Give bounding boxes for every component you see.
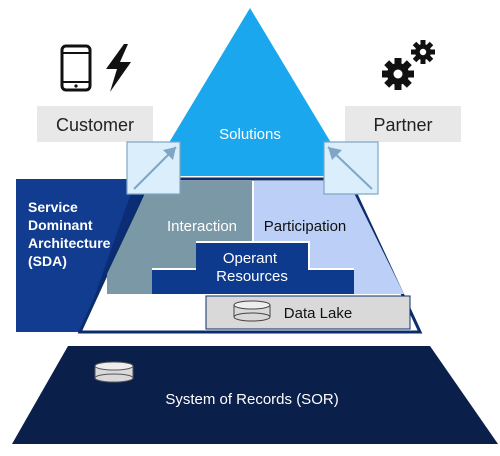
customer-connector-arrow [126, 141, 181, 195]
data-lake-label: Data Lake [284, 305, 352, 322]
mobile-phone-icon [60, 44, 92, 92]
customer-label: Customer [56, 115, 134, 135]
sda-label: Service Dominant Architecture (SDA) [28, 199, 114, 269]
solutions-triangle [149, 8, 351, 176]
sor-database-icon [94, 361, 134, 383]
lightning-bolt-icon [106, 44, 131, 92]
participation-block [254, 181, 404, 294]
customer-label-box [37, 106, 153, 142]
partner-connector-arrow [323, 141, 379, 195]
gears-icon [382, 40, 435, 90]
interaction-label: Interaction [167, 218, 237, 235]
interaction-block [107, 181, 252, 294]
operant-resources-label: Operant Resources [216, 250, 288, 285]
partner-label: Partner [373, 115, 432, 135]
participation-label: Participation [264, 218, 347, 235]
operant-resources-block [152, 243, 354, 294]
partner-label-box [345, 106, 461, 142]
data-lake-database-icon [233, 300, 271, 322]
sor-label: System of Records (SOR) [165, 391, 338, 408]
solutions-label: Solutions [219, 126, 281, 143]
